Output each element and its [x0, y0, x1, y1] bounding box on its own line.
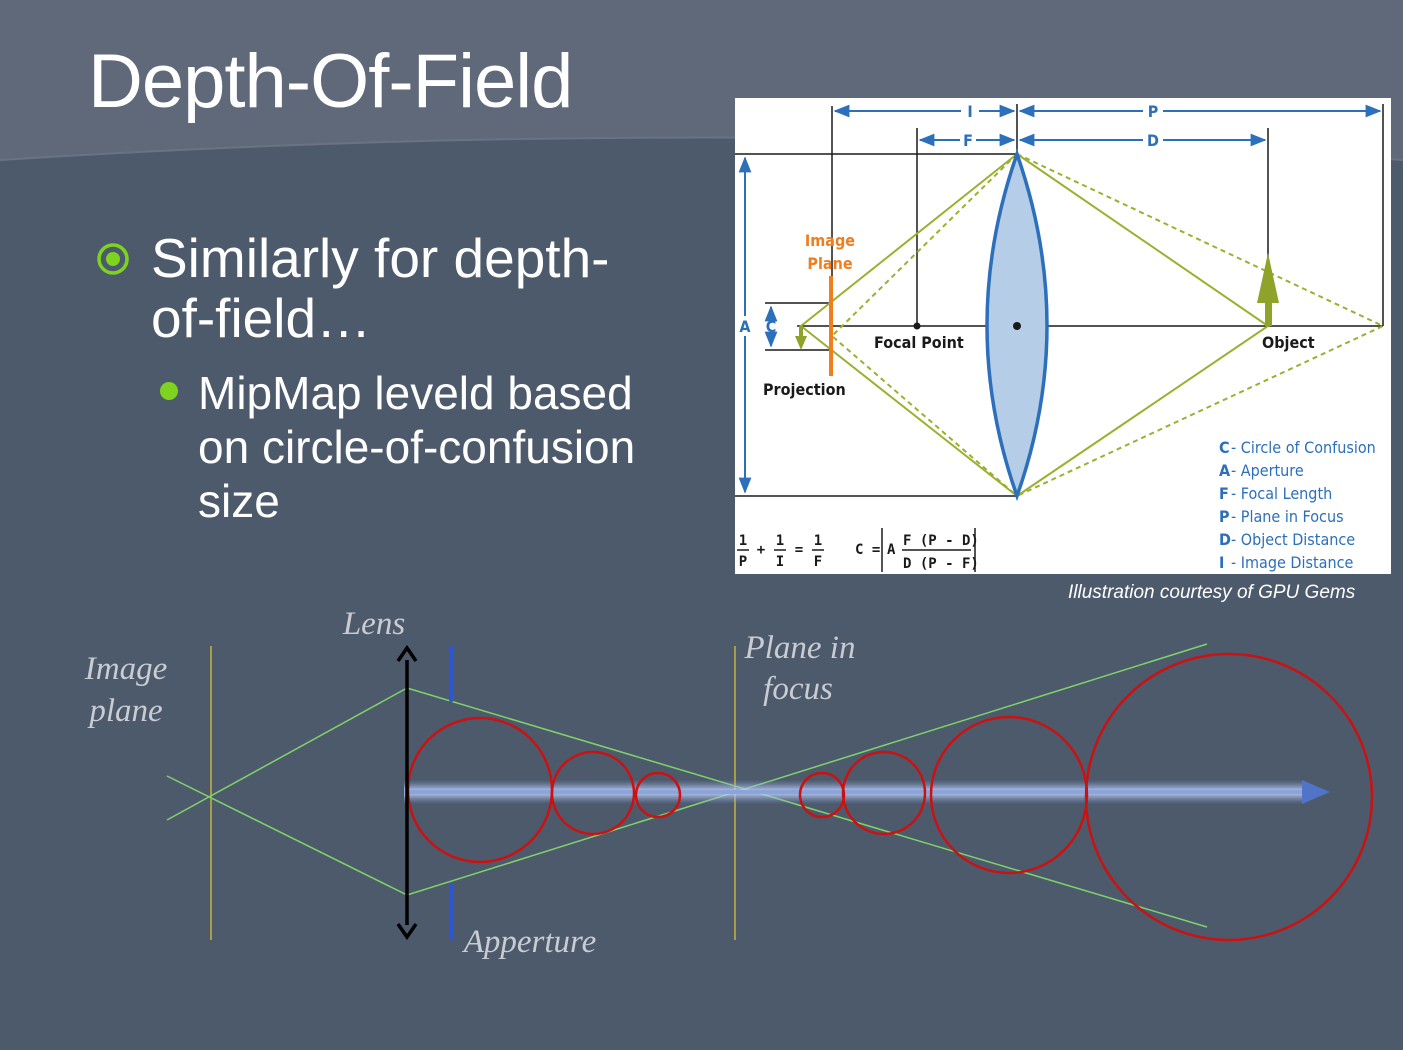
reference-lines — [735, 104, 1384, 497]
eq-one-3: 1 — [814, 533, 822, 549]
light-rays — [166, 643, 1208, 928]
legend-key: F — [1219, 484, 1229, 503]
dim-label-f: F — [963, 131, 973, 150]
lens-top-arrow-icon — [396, 644, 418, 662]
object-arrow-icon — [1257, 253, 1279, 303]
image-plane-label-line2: Plane — [807, 254, 852, 273]
focal-point-dot — [913, 322, 921, 330]
bullet-level1-text: Similarly for depth-of-field… — [151, 227, 610, 349]
legend-text: - Focal Length — [1231, 484, 1332, 503]
eq-denominator: D (P - F) — [903, 556, 979, 572]
coc-circle — [1084, 652, 1374, 942]
lens-center-dot — [1013, 322, 1021, 330]
focus-plane-label-line1: Plane in — [744, 630, 856, 666]
coc-circle — [841, 750, 927, 836]
legend-text: - Plane in Focus — [1231, 507, 1344, 526]
lens-bottom-arrow-icon — [396, 923, 418, 941]
eq-one-2: 1 — [776, 533, 784, 549]
eq-plus: + — [757, 542, 765, 558]
optics-figure-background — [735, 98, 1391, 574]
image-plane-label-line1: Image — [805, 231, 855, 250]
eq-f: F — [814, 554, 822, 570]
legend-text: - Object Distance — [1231, 530, 1355, 549]
dim-label-a: A — [739, 317, 751, 336]
equations: 1 P + 1 I = 1 F C = A F (P - D) D (P - F… — [737, 528, 979, 572]
eq-numerator: F (P - D) — [903, 533, 979, 549]
eq-a: A — [887, 542, 896, 558]
lens-label: Lens — [342, 606, 405, 642]
aperture-label: Apperture — [462, 924, 597, 960]
bullet-level2-text: MipMap leveld based on circle-of-confusi… — [198, 367, 636, 527]
image-plane-label-line2: plane — [87, 693, 162, 729]
object-label: Object — [1262, 333, 1315, 352]
eq-equals: = — [795, 542, 803, 558]
image-plane-label-line1: Image — [84, 651, 167, 687]
eq-p: P — [739, 554, 747, 570]
legend-text: - Aperture — [1231, 461, 1304, 480]
eq-i: I — [776, 554, 784, 570]
projection-arrow-icon — [795, 336, 807, 350]
dot-bullet-icon — [160, 382, 178, 400]
eq-c-equals: C = — [855, 542, 880, 558]
legend-key: C — [1219, 438, 1230, 457]
legend-key: P — [1219, 507, 1230, 526]
dimension-arrows — [738, 104, 1382, 494]
dof-diagram: Lens Image plane Plane in focus Appertur… — [84, 606, 1374, 960]
legend-key: D — [1219, 530, 1231, 549]
legend-text: - Image Distance — [1231, 553, 1354, 572]
legend-key: A — [1219, 461, 1231, 480]
focus-plane-label-line2: focus — [763, 671, 833, 707]
focal-point-label: Focal Point — [874, 333, 964, 352]
coc-circle — [634, 771, 682, 819]
dim-label-i: I — [967, 102, 972, 121]
dim-label-c: C — [766, 317, 777, 336]
image-credit: Illustration courtesy of GPU Gems — [1068, 582, 1356, 603]
image-plane-bar — [829, 276, 833, 376]
optical-axis-arrow-icon — [1302, 780, 1330, 804]
legend-text: - Circle of Confusion — [1231, 438, 1376, 457]
projection-label: Projection — [763, 380, 846, 399]
slide-title: Depth-Of-Field — [88, 39, 573, 124]
dim-label-d: D — [1147, 131, 1159, 150]
optics-figure: I P F D A C Image Plane Focal — [735, 98, 1391, 574]
coc-circle — [550, 750, 636, 836]
dim-label-p: P — [1148, 102, 1159, 121]
eq-one-1: 1 — [739, 533, 747, 549]
legend-key: I — [1219, 553, 1224, 572]
target-bullet-icon — [97, 243, 129, 275]
